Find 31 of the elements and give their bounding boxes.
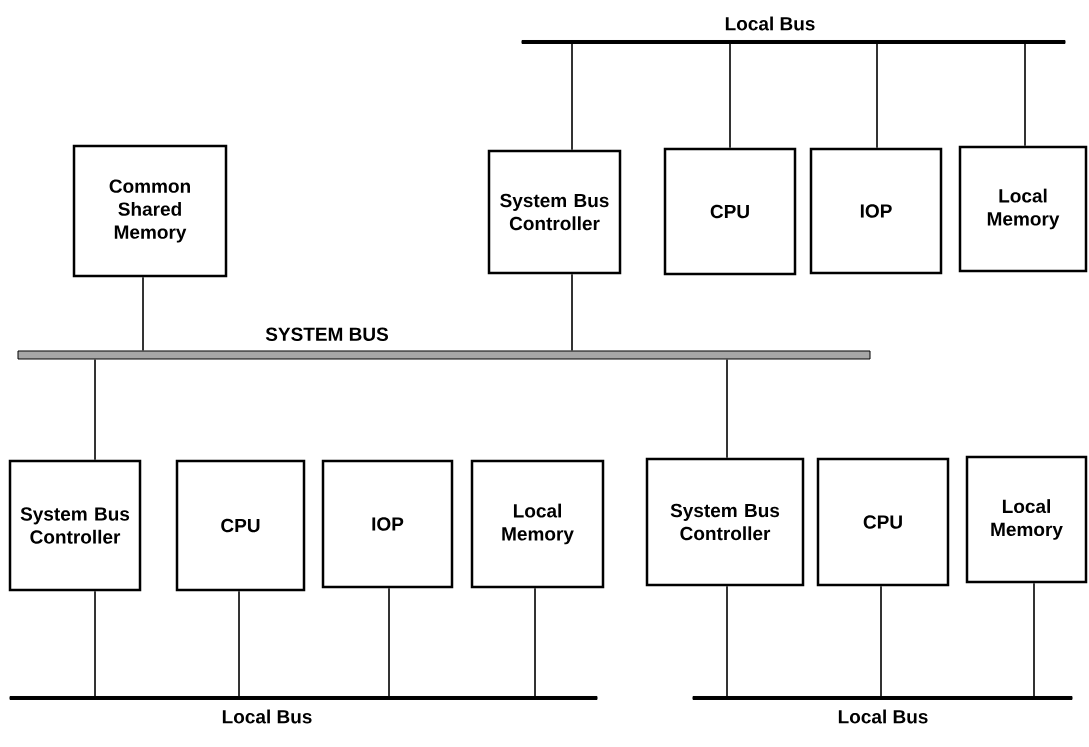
connector-line bbox=[94, 590, 96, 697]
connector-line bbox=[571, 43, 573, 151]
component-box: CPU bbox=[175, 459, 306, 592]
connector-line bbox=[726, 585, 728, 697]
connector-line bbox=[1024, 43, 1026, 147]
bus-line: Local Bus bbox=[9, 696, 598, 724]
connector-line bbox=[1033, 582, 1035, 697]
connector-line bbox=[142, 276, 144, 352]
component-box: System Bus Controller bbox=[8, 459, 142, 592]
component-box: Common Shared Memory bbox=[72, 144, 228, 278]
connector-line bbox=[726, 358, 728, 459]
connector-line bbox=[388, 587, 390, 697]
connector-line bbox=[876, 43, 878, 149]
component-box: CPU bbox=[663, 147, 797, 276]
connector-line bbox=[94, 358, 96, 461]
connector-line bbox=[571, 273, 573, 352]
component-box: System Bus Controller bbox=[645, 457, 805, 587]
component-box: CPU bbox=[816, 457, 950, 587]
component-box: IOP bbox=[321, 459, 454, 589]
bus-line: Local Bus bbox=[521, 16, 1066, 44]
bus-line: Local Bus bbox=[692, 696, 1073, 724]
connector-line bbox=[729, 43, 731, 149]
component-box: IOP bbox=[809, 147, 943, 275]
connector-line bbox=[534, 587, 536, 697]
bus-line: SYSTEM BUS bbox=[17, 327, 871, 360]
component-box: System Bus Controller bbox=[487, 149, 622, 275]
component-box: Local Memory bbox=[958, 145, 1088, 273]
connector-line bbox=[880, 585, 882, 697]
component-box: Local Memory bbox=[470, 459, 605, 589]
component-box: Local Memory bbox=[965, 455, 1088, 584]
connector-line bbox=[238, 590, 240, 697]
